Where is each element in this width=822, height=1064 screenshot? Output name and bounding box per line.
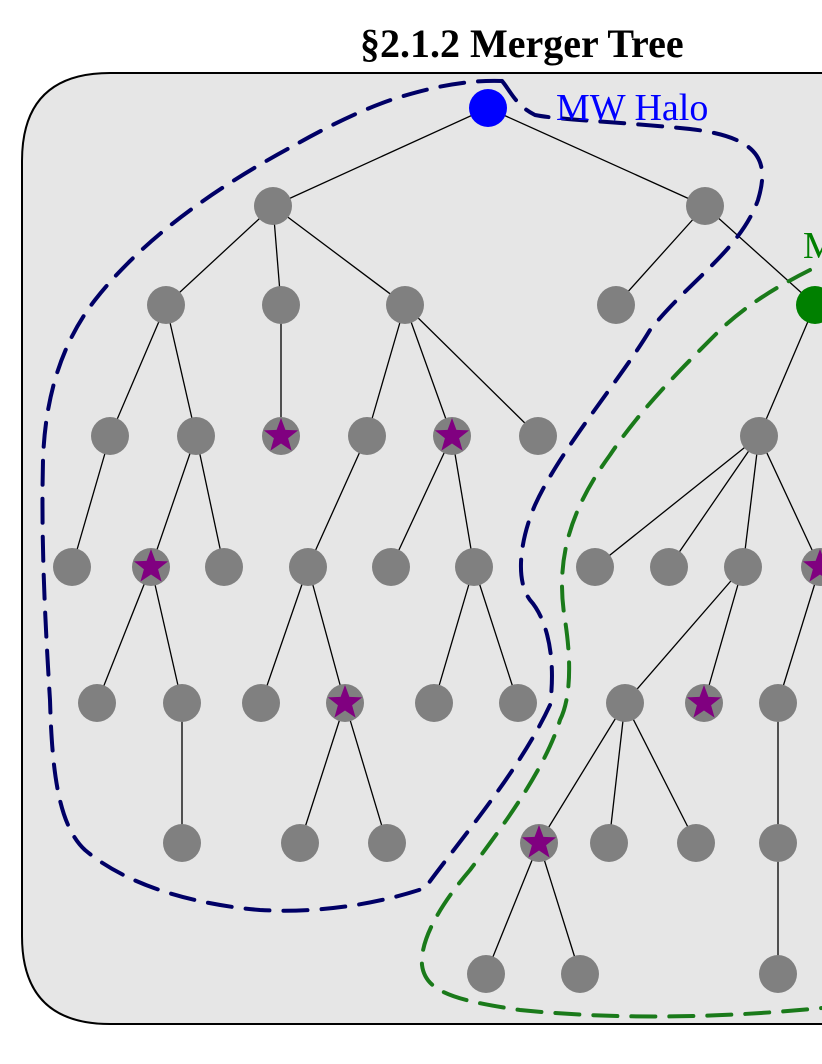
- tree-edge: [150, 566, 183, 704]
- tree-edge: [758, 304, 816, 437]
- tree-edge: [404, 304, 453, 437]
- halo-node: [147, 286, 185, 324]
- tree-edge: [668, 435, 760, 568]
- halo-node: [372, 548, 410, 586]
- galaxy-star-icon: [327, 685, 363, 718]
- tree-edge: [777, 566, 821, 704]
- halo-node: [163, 824, 201, 862]
- halo-node: [499, 684, 537, 722]
- mw-halo-boundary: [40, 78, 765, 913]
- halo-node: [597, 286, 635, 324]
- tree-edge: [615, 205, 706, 306]
- tree-edge: [742, 435, 760, 568]
- halo-node: [650, 548, 688, 586]
- tree-edge: [703, 566, 744, 704]
- galaxy-star-icon: [263, 418, 299, 451]
- tree-edge: [299, 702, 346, 844]
- mw-root-node: [469, 89, 507, 127]
- halo-node: [686, 187, 724, 225]
- tree-edge: [109, 304, 167, 437]
- tree-edge: [608, 702, 626, 844]
- galaxy-star-icon: [686, 685, 722, 718]
- tree-edge: [307, 435, 368, 568]
- tree-edge: [260, 566, 309, 704]
- halo-node: [177, 417, 215, 455]
- tree-nodes: [53, 89, 822, 993]
- mw-halo-label: MW Halo: [556, 87, 708, 129]
- tree-edge: [195, 435, 225, 568]
- galaxy-star-icon: [133, 549, 169, 582]
- halo-node: [759, 955, 797, 993]
- halo-node: [467, 955, 505, 993]
- halo-node: [759, 684, 797, 722]
- halo-node: [386, 286, 424, 324]
- halo-node: [53, 548, 91, 586]
- halo-node: [677, 824, 715, 862]
- halo-node: [262, 286, 300, 324]
- tree-edge: [344, 702, 388, 844]
- halo-node: [368, 824, 406, 862]
- tree-edge: [272, 205, 406, 306]
- tree-edge: [594, 435, 760, 568]
- tree-edge: [624, 566, 744, 704]
- galaxy-star-icon: [521, 825, 557, 858]
- halo-node: [163, 684, 201, 722]
- halo-node: [78, 684, 116, 722]
- halo-node: [561, 955, 599, 993]
- tree-edge: [485, 842, 540, 975]
- tree-edge: [404, 304, 539, 437]
- tree-edge: [704, 205, 816, 306]
- halo-node: [519, 417, 557, 455]
- halo-node: [590, 824, 628, 862]
- tree-edge: [165, 304, 197, 437]
- m31-root-node: [796, 286, 822, 324]
- halo-node: [576, 548, 614, 586]
- halo-node: [289, 548, 327, 586]
- halo-node: [281, 824, 319, 862]
- tree-edge: [758, 435, 821, 568]
- halo-node: [348, 417, 386, 455]
- halo-node: [724, 548, 762, 586]
- tree-edge: [272, 107, 489, 207]
- halo-node: [242, 684, 280, 722]
- m31-halo-boundary: [419, 268, 822, 1019]
- halo-node: [759, 824, 797, 862]
- page-title: §2.1.2 Merger Tree: [360, 21, 684, 66]
- tree-edge: [96, 566, 152, 704]
- halo-node: [415, 684, 453, 722]
- galaxy-star-icon: [434, 418, 470, 451]
- tree-edge: [624, 702, 697, 844]
- tree-edge: [307, 566, 346, 704]
- tree-edge: [451, 435, 475, 568]
- tree-edges: [71, 107, 821, 975]
- galaxy-star-icon: [802, 549, 822, 582]
- halo-node: [606, 684, 644, 722]
- halo-node: [91, 417, 129, 455]
- tree-edge: [165, 205, 274, 306]
- tree-edge: [71, 435, 111, 568]
- tree-edge: [150, 435, 197, 568]
- halo-node: [205, 548, 243, 586]
- halo-node: [455, 548, 493, 586]
- tree-edge: [433, 566, 475, 704]
- m31-halo-label: M: [803, 225, 822, 267]
- tree-edge: [487, 107, 706, 207]
- tree-edge: [538, 702, 626, 844]
- halo-node: [254, 187, 292, 225]
- halo-node: [740, 417, 778, 455]
- tree-edge: [473, 566, 519, 704]
- tree-edge: [366, 304, 406, 437]
- tree-edge: [390, 435, 453, 568]
- tree-edge: [538, 842, 581, 975]
